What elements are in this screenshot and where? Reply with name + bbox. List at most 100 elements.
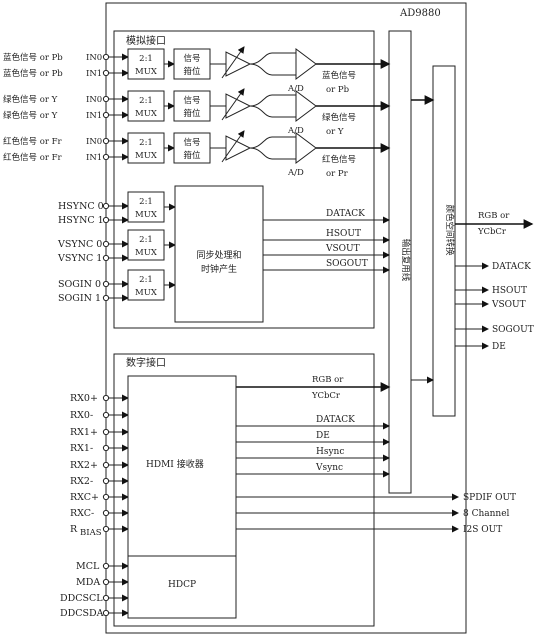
input-pin-circle	[102, 493, 110, 501]
input-pin-circle	[102, 578, 110, 586]
adc-wire	[249, 105, 296, 118]
input-pin-circle	[102, 240, 110, 248]
hdmi-input-label: R	[70, 524, 78, 535]
audio-output-label: 8 Channel	[463, 509, 510, 519]
adc-symbol	[295, 48, 317, 80]
mux-label: 2:1	[139, 138, 153, 148]
input-pin-circle	[102, 137, 110, 145]
analog-input-pin: IN0	[86, 53, 102, 63]
color-space-label: 颜色空间转换	[444, 204, 455, 256]
sync-mux-box	[127, 229, 165, 261]
gain-adjust-arrow	[221, 46, 245, 79]
hdmi-output-label: RGB or	[312, 375, 344, 385]
input-pin-circle	[102, 294, 110, 302]
mux-label: MUX	[135, 288, 158, 298]
rgb-out-line-1: RGB or	[478, 211, 510, 221]
sync-input-label: SOGIN 0	[58, 279, 101, 290]
adc-label: A/D	[287, 84, 304, 94]
sync-output-label: DATACK	[326, 209, 365, 219]
hdcp-input-label: MCL	[76, 561, 100, 572]
sync-processing-block	[174, 185, 264, 323]
sync-mux-box	[127, 191, 165, 223]
sync-input-label: VSYNC 1	[57, 253, 102, 264]
analog-input-label: 红色信号 or Fr	[3, 152, 62, 163]
audio-output-label: SPDIF OUT	[463, 493, 516, 503]
gain-adjust-arrow	[221, 88, 245, 121]
mux-label: MUX	[135, 67, 158, 77]
hdmi-receiver-block	[127, 375, 237, 619]
mux-label: 2:1	[139, 96, 153, 106]
clamp-label: 箝位	[183, 150, 201, 161]
mux-box	[127, 90, 165, 122]
input-pin-circle	[102, 428, 110, 436]
input-pin-circle	[102, 53, 110, 61]
clamp-label: 信号	[183, 137, 200, 148]
analog-input-pin: IN1	[86, 69, 102, 79]
hdcp-input-label: DDCSDA	[60, 608, 104, 619]
input-pin-circle	[102, 509, 110, 517]
analog-input-pin: IN0	[86, 95, 102, 105]
hdcp-input-label: DDCSCL	[60, 593, 103, 604]
clamp-box	[173, 132, 211, 164]
input-pin-circle	[102, 153, 110, 161]
hdmi-output-label: Vsync	[315, 463, 343, 473]
adc-wire	[249, 136, 296, 149]
input-pin-circle	[102, 394, 110, 402]
sync-block-line-1: 同步处理和	[196, 249, 241, 261]
input-pin-circle	[102, 95, 110, 103]
hdmi-input-label: RX2+	[70, 460, 98, 471]
adc-output-label: 蓝色信号	[322, 70, 356, 81]
right-output-label: SOGOUT	[492, 325, 534, 335]
amplifier-symbol	[225, 135, 252, 161]
hdmi-output-label: DATACK	[316, 415, 355, 425]
input-pin-circle	[102, 411, 110, 419]
adc-label: A/D	[287, 168, 304, 178]
hdmi-input-label: RXC-	[70, 508, 94, 519]
chip-name: AD9880	[399, 8, 441, 19]
sync-input-label: HSYNC 0	[58, 201, 104, 212]
analog-input-label: 绿色信号 or Y	[3, 110, 58, 121]
mux-label: 2:1	[139, 235, 153, 245]
gain-adjust-arrow	[221, 130, 245, 163]
hdmi-input-label: RXC+	[70, 492, 99, 503]
mux-label: 2:1	[139, 275, 153, 285]
output-mux-bus-label: 输出复用线	[400, 239, 411, 282]
adc-wire	[249, 147, 296, 160]
clamp-label: 箝位	[183, 66, 201, 77]
adc-output-label: or Pb	[326, 85, 350, 95]
analog-input-pin: IN1	[86, 153, 102, 163]
mux-label: MUX	[135, 210, 158, 220]
sync-input-label: HSYNC 1	[58, 215, 104, 226]
hdmi-receiver-label: HDMI 接收器	[146, 458, 204, 470]
output-mux-bus	[388, 30, 412, 494]
mux-box	[127, 48, 165, 80]
input-pin-circle	[102, 594, 110, 602]
input-pin-circle	[102, 461, 110, 469]
clamp-label: 信号	[183, 53, 200, 64]
mux-box	[127, 132, 165, 164]
analog-section-label: 模拟接口	[126, 34, 166, 47]
adc-wire	[249, 94, 296, 107]
adc-wire	[249, 63, 296, 76]
clamp-label: 箝位	[183, 108, 201, 119]
hdmi-input-label: RX1+	[70, 427, 98, 438]
hdcp-label: HDCP	[168, 580, 196, 590]
input-pin-circle	[102, 69, 110, 77]
mux-label: 2:1	[139, 197, 153, 207]
analog-input-label: 蓝色信号 or Pb	[3, 52, 63, 63]
adc-output-label: 红色信号	[322, 154, 356, 165]
sync-input-label: VSYNC 0	[57, 239, 102, 250]
audio-output-label: I2S OUT	[463, 525, 502, 535]
hdmi-input-label: RX0+	[70, 393, 98, 404]
sync-mux-box	[127, 269, 165, 301]
mux-label: MUX	[135, 109, 158, 119]
sync-output-label: VSOUT	[325, 244, 360, 254]
adc-symbol	[295, 90, 317, 122]
analog-input-label: 红色信号 or Fr	[3, 136, 62, 147]
digital-section-label: 数字接口	[126, 356, 166, 369]
mux-label: MUX	[135, 151, 158, 161]
